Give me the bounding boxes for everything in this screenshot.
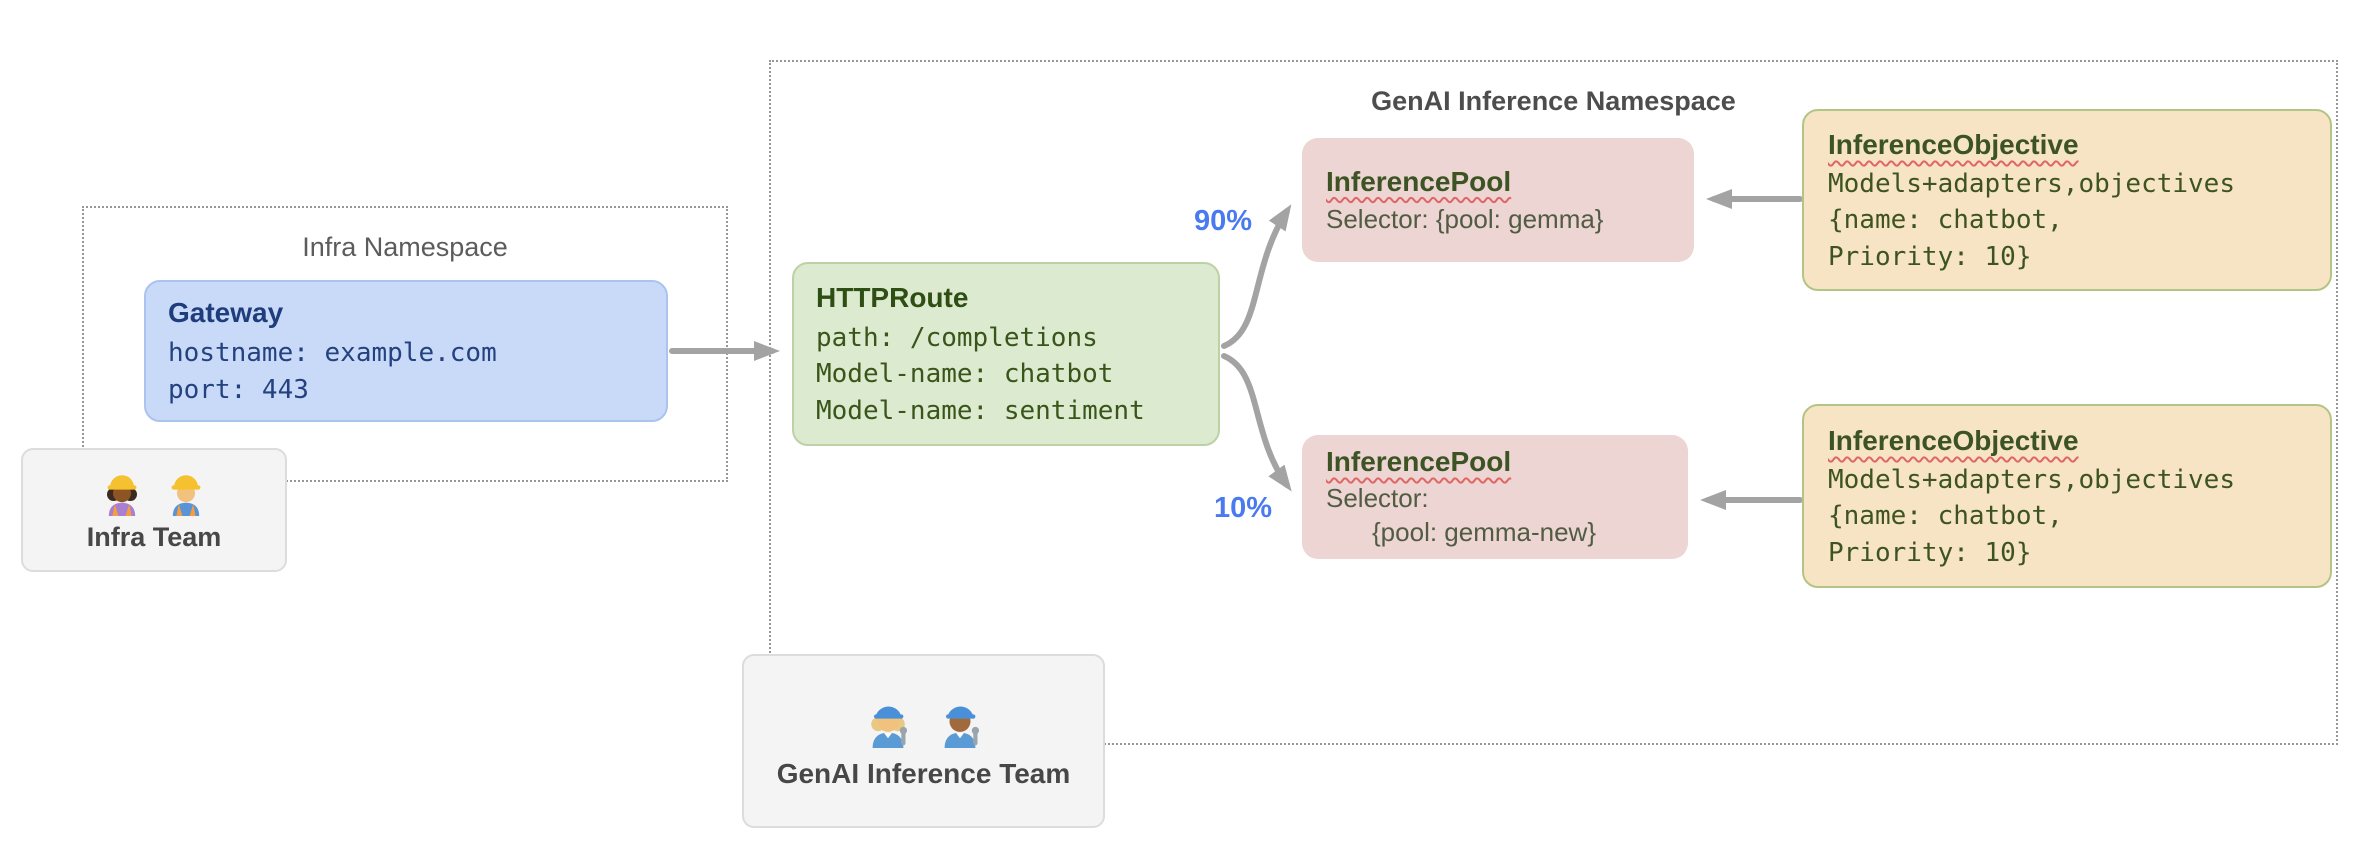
gateway-box: Gateway hostname: example.com port: 443 bbox=[144, 280, 668, 422]
inferenceobjective-bottom-name-line: {name: chatbot, bbox=[1828, 501, 2063, 532]
gateway-port-line: port: 443 bbox=[168, 374, 309, 405]
gateway-hostname-line: hostname: example.com bbox=[168, 337, 497, 368]
infra-team-label: Infra Team bbox=[86, 521, 222, 552]
genai-namespace-container: GenAI Inference Namespace bbox=[769, 60, 2338, 745]
inferenceobjective-bottom-models-line: Models+adapters,objectives bbox=[1828, 465, 2235, 495]
inferenceobjective-top-box: InferenceObjective Models+adapters,objec… bbox=[1802, 109, 2332, 291]
inferenceobjective-bottom-title: InferenceObjective bbox=[1828, 424, 2079, 456]
traffic-split-10-label: 10% bbox=[1213, 492, 1273, 524]
inferenceobjective-top-models-line: Models+adapters,objectives bbox=[1828, 169, 2235, 199]
construction-worker-man-icon bbox=[171, 474, 201, 516]
httproute-path-line: path: /completions bbox=[816, 322, 1098, 353]
infra-namespace-title: Infra Namespace bbox=[302, 232, 508, 262]
inferencepool-bottom-box: InferencePool Selector: {pool: gemma-new… bbox=[1302, 435, 1688, 559]
construction-worker-woman-icon bbox=[107, 474, 137, 516]
mechanic-woman-icon bbox=[870, 706, 907, 748]
inferenceobjective-top-name-line: {name: chatbot, bbox=[1828, 205, 2063, 236]
genai-inference-team-label: GenAI Inference Team bbox=[776, 758, 1071, 789]
inferencepool-top-box: InferencePool Selector: {pool: gemma} bbox=[1302, 138, 1694, 262]
inferencepool-top-selector-line: Selector: {pool: gemma} bbox=[1326, 204, 1604, 235]
httproute-box: HTTPRoute path: /completions Model-name:… bbox=[792, 262, 1220, 446]
infra-team-card: Infra Team bbox=[21, 448, 287, 572]
httproute-model-chatbot-line: Model-name: chatbot bbox=[816, 359, 1114, 390]
genai-inference-team-card: GenAI Inference Team bbox=[742, 654, 1105, 828]
infra-namespace-container: Infra Namespace bbox=[82, 206, 728, 482]
gateway-title: Gateway bbox=[168, 297, 284, 329]
inferenceobjective-bottom-priority-line: Priority: 10} bbox=[1828, 537, 2032, 568]
httproute-title: HTTPRoute bbox=[816, 281, 969, 313]
inferenceobjective-top-priority-line: Priority: 10} bbox=[1828, 241, 2032, 272]
inferenceobjective-top-title: InferenceObjective bbox=[1828, 128, 2079, 160]
mechanic-man-icon bbox=[944, 706, 979, 748]
inferencepool-bottom-title: InferencePool bbox=[1326, 446, 1512, 478]
httproute-model-sentiment-line: Model-name: sentiment bbox=[816, 396, 1145, 427]
traffic-split-90-label: 90% bbox=[1193, 205, 1252, 237]
inferenceobjective-bottom-box: InferenceObjective Models+adapters,objec… bbox=[1802, 404, 2332, 588]
genai-namespace-title: GenAI Inference Namespace bbox=[1371, 86, 1736, 116]
inferencepool-bottom-pool-line: {pool: gemma-new} bbox=[1372, 517, 1597, 548]
inferencepool-top-title: InferencePool bbox=[1326, 165, 1512, 197]
construction-workers-icon bbox=[98, 468, 210, 516]
inferencepool-bottom-selector-line: Selector: bbox=[1326, 483, 1429, 514]
mechanics-icon bbox=[860, 692, 988, 748]
